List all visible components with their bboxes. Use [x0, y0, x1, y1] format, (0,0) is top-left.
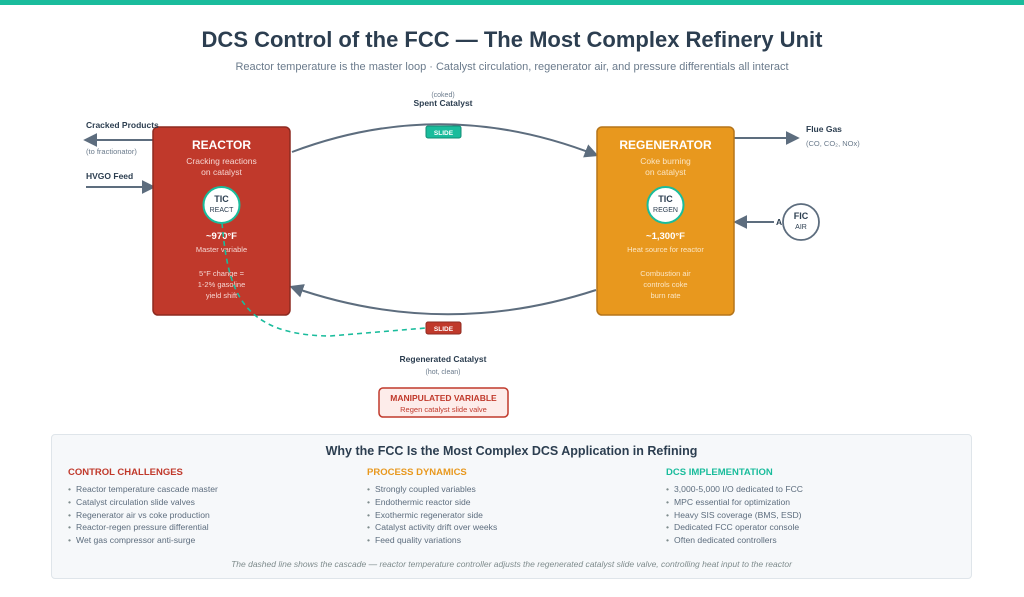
manipulated-variable-title: MANIPULATED VARIABLE — [390, 393, 497, 403]
regenerator-note-1: Combustion air — [640, 269, 691, 278]
list-item: Dedicated FCC operator console — [666, 521, 956, 534]
spent-catalyst-note: (coked) — [431, 92, 454, 99]
spent-catalyst-label: Spent Catalyst — [413, 98, 472, 108]
regenerator-temp: ~1,300°F — [646, 231, 685, 242]
regenerator-title: REGENERATOR — [619, 138, 712, 152]
regen-catalyst-line — [289, 284, 597, 316]
panel-footnote: The dashed line shows the cascade — reac… — [231, 559, 792, 569]
regenerator-note-2: controls coke — [643, 280, 687, 289]
manipulated-variable-box — [378, 387, 509, 418]
cracked-products-label: Cracked Products — [86, 120, 159, 130]
tic-regen-sub: REGEN — [653, 207, 678, 214]
list-item: Reactor-regen pressure differential — [68, 521, 358, 534]
reactor-note-3: yield shift — [206, 291, 238, 300]
control-challenges-column: CONTROL CHALLENGES Reactor temperature c… — [68, 467, 358, 547]
spent-slide-label: SLIDE — [434, 130, 454, 137]
regen-slide-label: SLIDE — [434, 326, 454, 333]
list-item: Feed quality variations — [367, 534, 657, 547]
hvgo-feed-label: HVGO Feed — [86, 171, 133, 181]
flue-gas-note: (CO, CO₂, NOx) — [806, 139, 860, 148]
regen-catalyst-note: (hot, clean) — [425, 369, 460, 376]
list-item: Often dedicated controllers — [666, 534, 956, 547]
reactor-desc-1: Cracking reactions — [186, 156, 256, 166]
fic-air-bubble[interactable] — [782, 203, 820, 241]
list-item: Heavy SIS coverage (BMS, ESD) — [666, 509, 956, 522]
list-item: Reactor temperature cascade master — [68, 483, 358, 496]
list-item: 3,000-5,000 I/O dedicated to FCC — [666, 483, 956, 496]
page-subtitle: Reactor temperature is the master loop ·… — [235, 61, 789, 73]
column-heading: CONTROL CHALLENGES — [68, 467, 183, 478]
list-item: Regenerator air vs coke production — [68, 509, 358, 522]
regenerator-desc-1: Coke burning — [640, 156, 691, 166]
reactor-desc-2: on catalyst — [201, 167, 242, 177]
manipulated-variable-sub: Regen catalyst slide valve — [400, 405, 487, 414]
reactor-note-1: 5°F change = — [199, 269, 245, 278]
list-item: Catalyst circulation slide valves — [68, 496, 358, 509]
column-heading: DCS IMPLEMENTATION — [666, 467, 773, 478]
list-item: Endothermic reactor side — [367, 496, 657, 509]
list-item: Wet gas compressor anti-surge — [68, 534, 358, 547]
column-heading: PROCESS DYNAMICS — [367, 467, 467, 478]
regenerator-desc-2: on catalyst — [645, 167, 686, 177]
regenerator-temp-note: Heat source for reactor — [627, 245, 704, 254]
dcs-implementation-column: DCS IMPLEMENTATION 3,000-5,000 I/O dedic… — [666, 467, 956, 547]
regen-catalyst-label: Regenerated Catalyst — [400, 354, 487, 364]
reactor-title: REACTOR — [192, 138, 251, 152]
flue-gas-label: Flue Gas — [806, 124, 842, 134]
cascade-dashed-line — [221, 222, 427, 337]
tic-react-label: TIC — [214, 194, 229, 204]
list-item: MPC essential for optimization — [666, 496, 956, 509]
reactor-temp: ~970°F — [206, 231, 237, 242]
list-item: Catalyst activity drift over weeks — [367, 521, 657, 534]
info-panel: Why the FCC Is the Most Complex DCS Appl… — [51, 434, 972, 579]
fic-air-sub: AIR — [795, 224, 807, 231]
cracked-products-note: (to fractionator) — [86, 147, 137, 156]
tic-react-sub: REACT — [210, 207, 234, 214]
fcc-diagram: REACTOR Cracking reactions on catalyst T… — [83, 92, 860, 418]
regenerator-note-3: burn rate — [650, 291, 680, 300]
panel-title: Why the FCC Is the Most Complex DCS Appl… — [325, 444, 698, 458]
process-dynamics-column: PROCESS DYNAMICS Strongly coupled variab… — [367, 467, 657, 547]
tic-regen-bubble[interactable] — [646, 186, 685, 224]
page-title: DCS Control of the FCC — The Most Comple… — [201, 27, 823, 52]
fic-air-label: FIC — [794, 211, 809, 221]
spent-slide-valve[interactable] — [425, 125, 462, 139]
top-accent-bar — [0, 0, 1024, 5]
reactor-note-2: 1-2% gasoline — [198, 280, 246, 289]
tic-react-bubble[interactable] — [202, 186, 241, 224]
regen-slide-valve[interactable] — [425, 321, 462, 335]
list-item: Strongly coupled variables — [367, 483, 657, 496]
spent-catalyst-line — [291, 123, 599, 158]
list-item: Exothermic regenerator side — [367, 509, 657, 522]
tic-regen-label: TIC — [658, 194, 673, 204]
reactor-temp-note: Master variable — [196, 245, 247, 254]
